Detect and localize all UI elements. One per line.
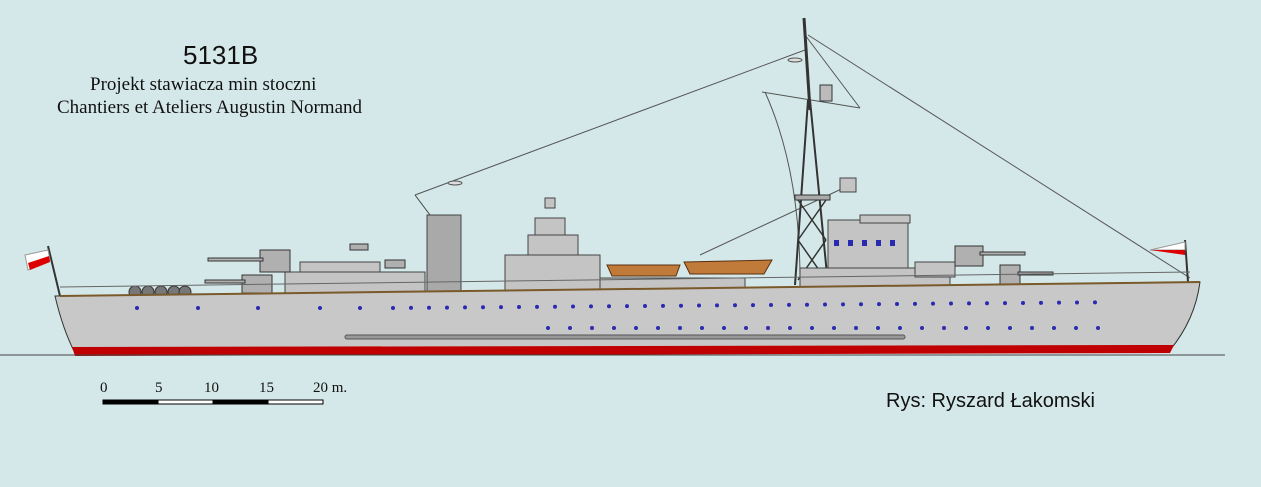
main-mast [794, 17, 833, 286]
porthole [553, 304, 557, 309]
porthole [913, 301, 917, 306]
rubbing-strake [344, 334, 906, 340]
porthole [1075, 300, 1079, 305]
porthole [634, 326, 638, 330]
porthole [715, 303, 719, 308]
porthole [256, 306, 260, 310]
porthole [841, 302, 845, 307]
deck-rail [59, 271, 1191, 288]
scale-bar [102, 399, 324, 405]
porthole [1052, 326, 1056, 330]
porthole [499, 305, 503, 310]
porthole [964, 326, 968, 330]
porthole [661, 303, 665, 308]
porthole [590, 326, 594, 330]
porthole [854, 326, 858, 330]
porthole [986, 326, 990, 330]
porthole [985, 301, 989, 306]
porthole [1093, 300, 1097, 305]
porthole [391, 306, 395, 310]
porthole [942, 326, 946, 330]
porthole [409, 305, 413, 310]
porthole [358, 306, 362, 310]
bow-flag [1149, 239, 1189, 283]
porthole [679, 303, 683, 308]
porthole [1074, 326, 1078, 330]
funnel [426, 214, 462, 301]
bridge-windows [834, 240, 895, 246]
boot-topping [72, 345, 1174, 356]
porthole [700, 326, 704, 330]
rigging [414, 34, 1191, 281]
porthole [589, 304, 593, 309]
porthole [318, 306, 322, 310]
scale-label-20: 20 m. [313, 380, 348, 396]
porthole [722, 326, 726, 330]
porthole [546, 326, 550, 330]
scale-label-10: 10 [204, 380, 219, 396]
porthole [1008, 326, 1012, 330]
stern-flag [24, 245, 61, 297]
porthole [196, 306, 200, 310]
scale-label-5: 5 [155, 380, 163, 396]
porthole [625, 304, 629, 309]
porthole [823, 302, 827, 307]
porthole [766, 326, 770, 330]
hull [54, 281, 1201, 354]
porthole [920, 326, 924, 330]
porthole [744, 326, 748, 330]
scale-label-0: 0 [100, 380, 108, 396]
porthole [788, 326, 792, 330]
porthole [805, 302, 809, 307]
porthole [769, 302, 773, 307]
porthole [751, 303, 755, 308]
porthole [832, 326, 836, 330]
porthole [1021, 300, 1025, 305]
porthole [697, 303, 701, 308]
porthole [859, 302, 863, 307]
porthole [535, 304, 539, 309]
porthole [678, 326, 682, 330]
porthole [967, 301, 971, 306]
porthole [427, 305, 431, 310]
drawing-title: 5131B [183, 40, 259, 70]
porthole [949, 301, 953, 306]
porthole [568, 326, 572, 330]
author-credit: Rys: Ryszard Łakomski [886, 390, 1095, 412]
porthole [1039, 300, 1043, 305]
porthole [1096, 326, 1100, 330]
lifeboats [606, 259, 773, 277]
porthole [1030, 326, 1034, 330]
porthole [895, 301, 899, 306]
subtitle-line-2: Chantiers et Ateliers Augustin Normand [57, 97, 363, 118]
portholes [135, 300, 1100, 330]
subtitle-line-1: Projekt stawiacza min stoczni [90, 74, 317, 95]
porthole [135, 306, 139, 310]
porthole [607, 304, 611, 309]
porthole [898, 326, 902, 330]
porthole [571, 304, 575, 309]
porthole [1003, 301, 1007, 306]
porthole [445, 305, 449, 310]
porthole [931, 301, 935, 306]
porthole [612, 326, 616, 330]
porthole [656, 326, 660, 330]
scale-label-15: 15 [259, 380, 274, 396]
porthole [1057, 300, 1061, 305]
porthole [876, 326, 880, 330]
porthole [787, 302, 791, 307]
porthole [733, 303, 737, 308]
porthole [643, 303, 647, 308]
porthole [463, 305, 467, 310]
porthole [877, 302, 881, 307]
porthole [517, 304, 521, 309]
porthole [481, 305, 485, 310]
porthole [810, 326, 814, 330]
